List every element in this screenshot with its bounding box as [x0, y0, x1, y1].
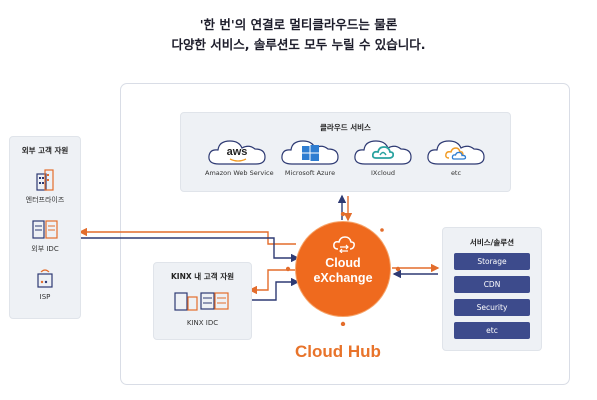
kinx-arrow-out [250, 277, 300, 301]
hub-label-line-1: Cloud [325, 256, 361, 270]
external-resources-box: 외부 고객 자원 엔터프라이즈 외부 IDC ISP [9, 136, 81, 319]
kinx-resources-box: KINX 내 고객 자원 KINX IDC [153, 262, 252, 340]
title-line-2: 다양한 서비스, 솔루션도 모두 누릴 수 있습니다. [171, 37, 426, 52]
cloud-services-heading: 클라우드 서비스 [320, 123, 371, 132]
provider-label-aws: Amazon Web Service [205, 169, 274, 177]
external-item-enterprise: 엔터프라이즈 [25, 196, 65, 204]
ixcloud-logo-icon [372, 146, 394, 159]
provider-label-ixcloud: IXcloud [371, 169, 395, 177]
cloud-exchange-hub: Cloud eXchange [296, 222, 390, 316]
external-heading: 외부 고객 자원 [21, 146, 69, 155]
windows-logo-icon [302, 145, 319, 161]
service-security: Security [454, 299, 530, 316]
cloud-outline-icon [427, 140, 485, 165]
services-heading: 서비스/솔루션 [469, 238, 515, 247]
provider-label-etc: etc [450, 169, 462, 177]
kinx-item-idc: KINX IDC [186, 319, 219, 327]
server-rack-icon [32, 220, 58, 239]
cloud-outline-icon [281, 140, 339, 165]
provider-aws: aws Amazon Web Service [205, 137, 274, 177]
aws-logo: aws [226, 146, 248, 158]
provider-ixcloud: IXcloud [351, 137, 415, 177]
provider-label-azure: Microsoft Azure [284, 169, 336, 177]
external-item-isp: ISP [39, 293, 51, 301]
cloud-hub-caption: Cloud Hub [295, 342, 381, 361]
kinx-arrow-in [248, 269, 296, 295]
cloud-exchange-icon [333, 236, 355, 253]
title-line-1: '한 번'의 연결로 멀티클라우드는 물론 [199, 17, 398, 32]
service-storage: Storage [454, 253, 530, 270]
service-cdn: CDN [454, 276, 530, 293]
cloud-outline-icon [208, 140, 266, 165]
service-etc: etc [454, 322, 530, 339]
kinx-idc-icon [174, 292, 229, 311]
building-icon [36, 169, 54, 191]
external-item-idc: 외부 IDC [31, 245, 59, 253]
provider-etc: etc [424, 137, 488, 177]
external-arrow-out [80, 237, 300, 263]
multi-cloud-icon [445, 147, 467, 160]
hub-label-line-2: eXchange [313, 271, 373, 285]
hub-orbit-dots [286, 212, 400, 326]
services-box: 서비스/솔루션 Storage CDN Security etc [442, 227, 542, 351]
kinx-heading: KINX 내 고객 자원 [171, 272, 234, 281]
provider-azure: Microsoft Azure [278, 137, 342, 177]
aws-smile-icon [229, 158, 247, 162]
isp-router-icon [37, 269, 53, 288]
